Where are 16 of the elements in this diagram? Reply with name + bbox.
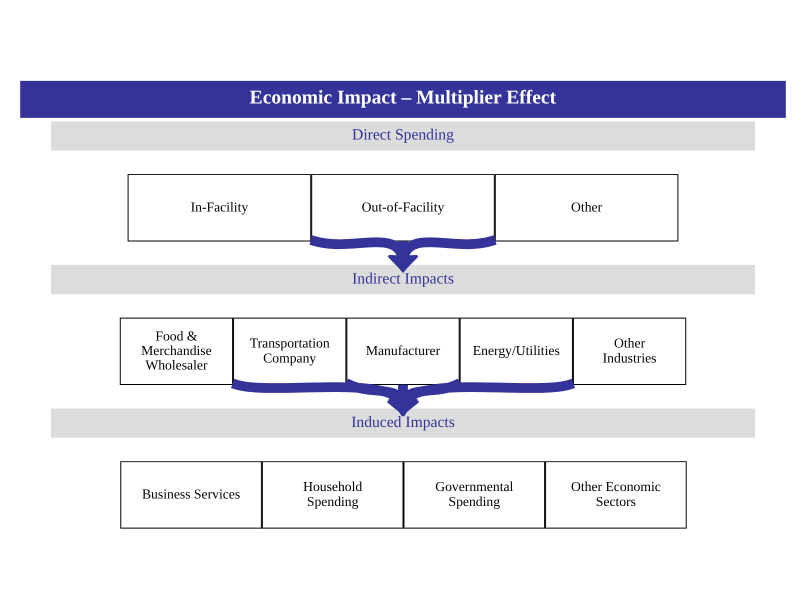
node-box: Indirect Impacts <box>50 264 756 294</box>
node-box: Governmental Spending <box>403 461 546 529</box>
diagram-title: Economic Impact – Multiplier Effect <box>250 87 556 108</box>
node-box: Other <box>494 174 678 242</box>
node-box: Household Spending <box>262 461 404 529</box>
node-box: Induced Impacts <box>50 408 756 438</box>
node-box: Direct Spending <box>50 121 756 151</box>
node-box: Other Industries <box>572 318 686 386</box>
node-box: Out-of-Facility <box>311 174 495 242</box>
node-box: Manufacturer <box>346 318 460 386</box>
node-box: In-Facility <box>128 174 312 242</box>
node-box: Food & Merchandise Wholesaler <box>120 318 234 386</box>
node-box: Business Services <box>120 461 262 529</box>
node-box: Other Economic Sectors <box>545 461 687 529</box>
node-box: Transportation Company <box>233 318 346 386</box>
node-box: Energy/Utilities <box>460 318 573 386</box>
